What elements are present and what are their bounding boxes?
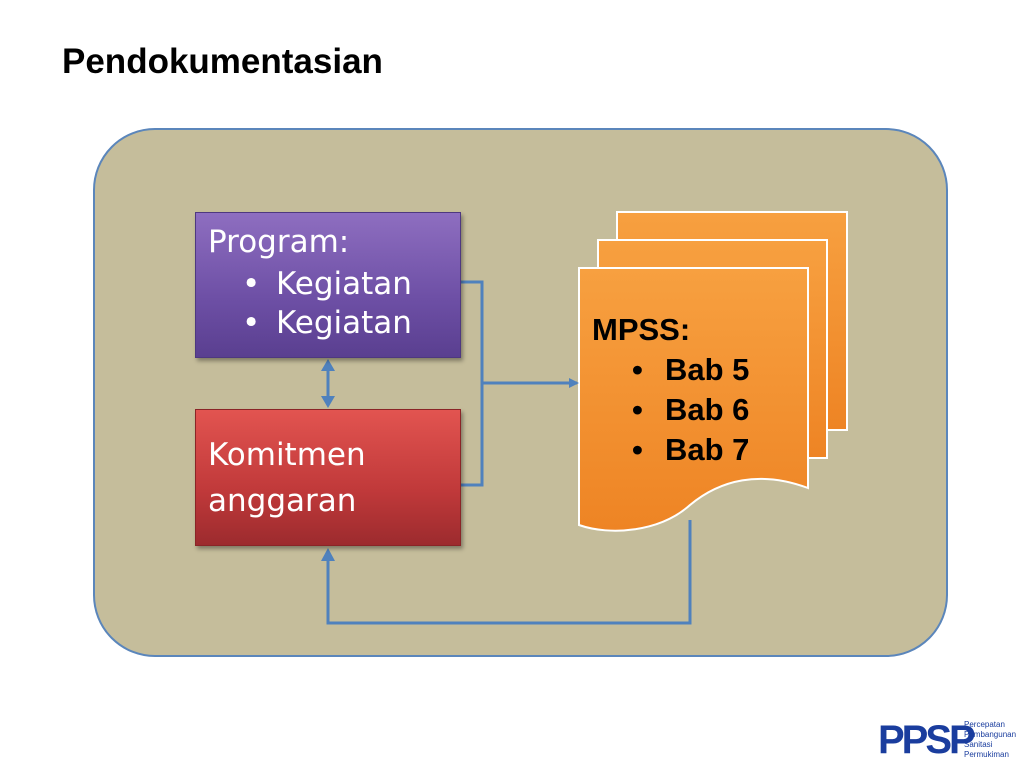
arrow-head-up [321, 359, 335, 371]
logo-mark: PPSP [878, 718, 976, 762]
feedback-arrow-head [321, 548, 335, 561]
program-box: Program: •Kegiatan •Kegiatan [195, 212, 461, 358]
mpss-item: •Bab 5 [592, 350, 749, 390]
slide-title: Pendokumentasian [62, 42, 383, 81]
program-item: •Kegiatan [242, 305, 412, 341]
bullet-icon: • [632, 432, 643, 467]
mpss-list: •Bab 5 •Bab 6 •Bab 7 [592, 350, 749, 470]
mpss-item: •Bab 7 [592, 430, 749, 470]
komitmen-line: anggaran [208, 483, 357, 519]
bullet-icon: • [242, 305, 261, 341]
bullet-icon: • [632, 352, 643, 387]
connector-program-bracket [461, 280, 484, 487]
mpss-heading: MPSS: [592, 312, 691, 347]
feedback-loop-line [326, 520, 692, 625]
program-list: •Kegiatan •Kegiatan [196, 265, 412, 343]
program-item: •Kegiatan [242, 266, 412, 302]
bullet-icon: • [242, 266, 261, 302]
arrow-head-down [321, 396, 335, 408]
mpss-document-text: MPSS: •Bab 5 •Bab 6 •Bab 7 [592, 310, 749, 470]
program-heading: Program: [208, 224, 350, 260]
logo-caption: Percepatan Pembangunan Sanitasi Permukim… [964, 720, 1017, 759]
document-sheet-front [578, 267, 809, 532]
komitmen-box: Komitmen anggaran [195, 409, 461, 546]
mpss-item: •Bab 6 [592, 390, 749, 430]
mpss-document-stack [578, 211, 848, 532]
komitmen-line: Komitmen [208, 437, 366, 473]
bullet-icon: • [632, 392, 643, 427]
